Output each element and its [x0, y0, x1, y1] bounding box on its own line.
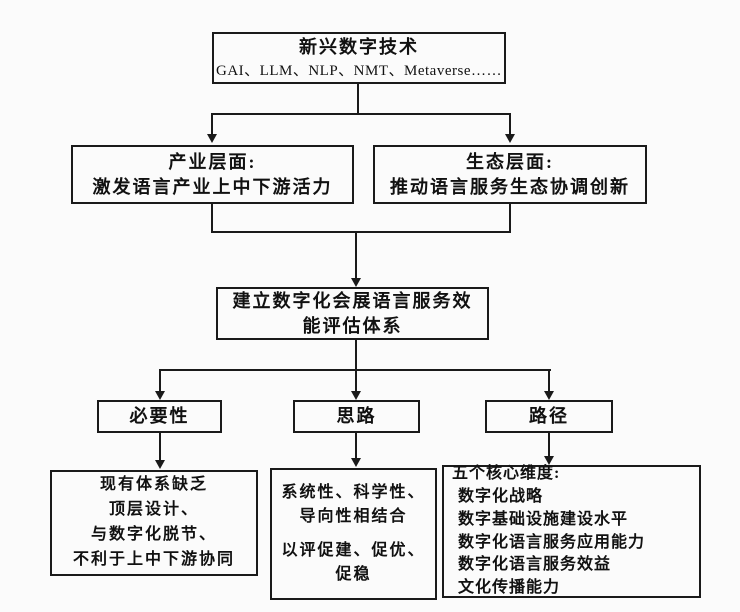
arrow-down-icon: [207, 134, 217, 143]
connector-tech-stem: [357, 84, 359, 114]
necessity-detail-line: 不利于上中下游协同: [72, 550, 235, 568]
necessity-detail-line: 顶层设计、: [108, 501, 199, 519]
evaluation-system-line1: 建立数字化会展语言服务效: [232, 291, 473, 312]
pathway-detail-item: 数字化语言服务效益: [458, 556, 612, 574]
connector-tech-branch: [211, 113, 511, 115]
pathway-detail-item: 数字基础设施建设水平: [458, 510, 629, 528]
pathway-detail-item: 文化传播能力: [458, 578, 561, 596]
necessity-box: 必要性: [97, 400, 222, 433]
industry-level-text: 激发语言产业上中下游活力: [92, 176, 333, 197]
necessity-detail-line: 现有体系缺乏: [99, 476, 208, 494]
tech-box: 新兴数字技术 GAI、LLM、NLP、NMT、Metaverse……: [212, 32, 506, 84]
arrow-down-icon: [351, 391, 361, 400]
connector-ecology-down: [509, 204, 511, 233]
connector-drop-industry: [211, 113, 213, 135]
pathway-detail-box: 五个核心维度: 数字化战略 数字基础设施建设水平 数字化语言服务应用能力 数字化…: [442, 465, 701, 598]
connector-system-stem: [355, 340, 357, 371]
pathway-detail-heading: 五个核心维度:: [452, 465, 561, 483]
approach-detail-box: 系统性、科学性、 导向性相结合 以评促建、促优、 促稳: [270, 468, 437, 600]
necessity-label: 必要性: [129, 406, 190, 427]
approach-detail-line: 导向性相结合: [299, 508, 408, 525]
ecology-level-text: 推动语言服务生态协调创新: [390, 176, 630, 197]
pathway-label: 路径: [529, 406, 569, 427]
connector-pathway-detail: [548, 433, 550, 458]
connector-drop-necessity: [159, 369, 161, 392]
evaluation-system-line2: 能评估体系: [302, 315, 403, 336]
connector-industry-down: [211, 204, 213, 233]
arrow-down-icon: [155, 460, 165, 469]
arrow-down-icon: [155, 391, 165, 400]
arrow-down-icon: [505, 134, 515, 143]
approach-detail-line: 以评促建、促优、: [281, 542, 426, 559]
evaluation-system-box: 建立数字化会展语言服务效 能评估体系: [216, 287, 489, 340]
pathway-box: 路径: [485, 400, 613, 433]
pathway-detail-item: 数字化语言服务应用能力: [458, 533, 646, 551]
necessity-detail-line: 与数字化脱节、: [90, 526, 217, 543]
arrow-down-icon: [351, 458, 361, 467]
pathway-detail-item: 数字化战略: [458, 488, 544, 506]
connector-necessity-detail: [159, 433, 161, 461]
connector-merge-bar: [211, 231, 511, 233]
approach-label: 思路: [336, 406, 377, 427]
arrow-down-icon: [544, 456, 554, 465]
connector-drop-pathway: [548, 369, 550, 392]
industry-level-title: 产业层面:: [168, 152, 257, 173]
connector-merge-stem: [355, 231, 357, 279]
tech-box-subtitle: GAI、LLM、NLP、NMT、Metaverse……: [216, 62, 502, 79]
arrow-down-icon: [351, 278, 361, 287]
connector-drop-ecology: [509, 113, 511, 135]
approach-detail-line: 系统性、科学性、: [281, 484, 426, 501]
connector-approach-detail: [355, 433, 357, 459]
approach-detail-line: 促稳: [335, 566, 372, 583]
necessity-detail-box: 现有体系缺乏 顶层设计、 与数字化脱节、 不利于上中下游协同: [50, 470, 258, 576]
ecology-level-title: 生态层面:: [466, 152, 554, 173]
ecology-level-box: 生态层面: 推动语言服务生态协调创新: [373, 145, 647, 204]
approach-box: 思路: [293, 400, 420, 433]
arrow-down-icon: [544, 391, 554, 400]
connector-drop-approach: [355, 369, 357, 392]
industry-level-box: 产业层面: 激发语言产业上中下游活力: [71, 145, 354, 204]
tech-box-title: 新兴数字技术: [299, 37, 419, 58]
